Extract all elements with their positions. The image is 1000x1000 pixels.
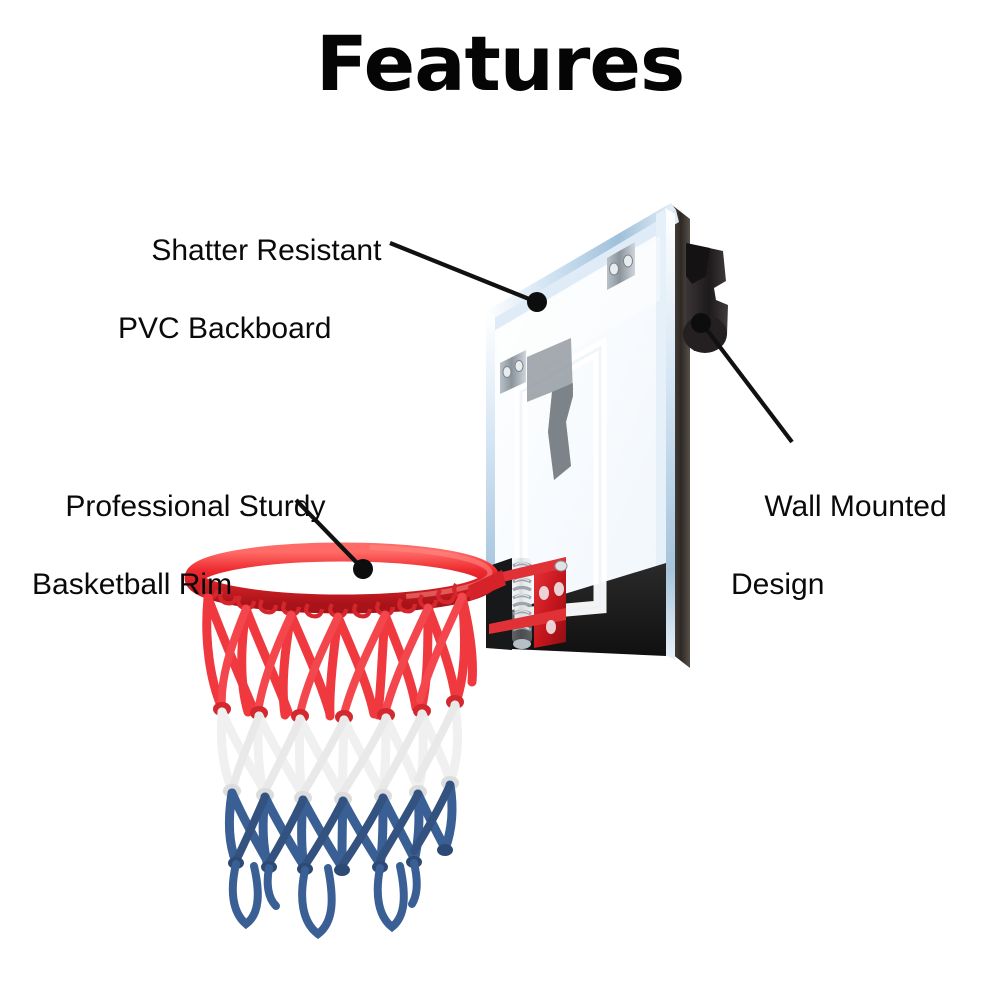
- callout-backboard-line1: Shatter Resistant: [151, 234, 382, 267]
- mounting-brackets: [500, 242, 635, 480]
- leader-lines: [294, 241, 794, 568]
- callout-backboard-line2: PVC Backboard: [118, 312, 332, 345]
- rim-mount-plate-rib: [489, 608, 566, 634]
- leader-line-backboard: [389, 241, 535, 303]
- rear-mount-arm-shadow: [548, 383, 573, 480]
- rim-mount-assembly: [486, 557, 568, 650]
- backboard-shooting-square: [514, 336, 607, 622]
- rim-plate-bolt: [554, 560, 568, 572]
- callout-wall-mounted-design: Wall Mounted Design: [731, 448, 947, 682]
- bracket-screw-1: [609, 262, 619, 276]
- bracket-screw-4: [514, 360, 524, 372]
- basketball-rim: [184, 542, 506, 619]
- bracket-screw-2: [623, 254, 633, 268]
- backboard-top-rail: [486, 203, 676, 320]
- callout-rim-line1: Professional Sturdy: [65, 490, 326, 523]
- bracket-upper-right: [607, 242, 635, 290]
- rim-mount-plate-top: [489, 557, 566, 585]
- rim-connector-arm: [468, 570, 506, 601]
- rim-plate-rivets: [539, 582, 564, 634]
- rim-mount-plate: [534, 557, 566, 648]
- leader-dots: [353, 292, 711, 579]
- leader-dot-backboard: [527, 292, 547, 312]
- rim-net-hooks: [199, 582, 473, 619]
- callout-rim-line2: Basketball Rim: [32, 568, 233, 601]
- backboard-right-rail-inner: [656, 209, 666, 656]
- backboard-edge-trim: [672, 205, 690, 668]
- net-red-tier-cross2: [217, 593, 466, 718]
- leader-dot-wall: [691, 313, 711, 333]
- wall-mount-bracket: [683, 243, 728, 353]
- basketball-net: [202, 592, 477, 940]
- net-blue-loops: [228, 859, 421, 940]
- callout-wall-line1: Wall Mounted: [764, 490, 947, 523]
- leader-dot-rim: [353, 559, 373, 579]
- wall-bracket-hook: [686, 243, 710, 284]
- net-blue-tier-cross2: [232, 781, 454, 871]
- callout-wall-line2: Design: [731, 568, 825, 601]
- rim-ring-highlight: [191, 544, 493, 602]
- leader-line-wall: [702, 324, 794, 444]
- backboard-right-rail: [665, 208, 675, 660]
- bracket-screw-3: [502, 366, 512, 378]
- page-title: Features: [315, 19, 685, 108]
- callout-professional-sturdy-basketball-rim: Professional Sturdy Basketball Rim: [32, 448, 325, 682]
- callout-shatter-resistant-pvc-backboard: Shatter Resistant PVC Backboard: [118, 192, 381, 426]
- net-white-tier-cross2: [228, 701, 459, 799]
- leader-line-rim: [294, 498, 362, 568]
